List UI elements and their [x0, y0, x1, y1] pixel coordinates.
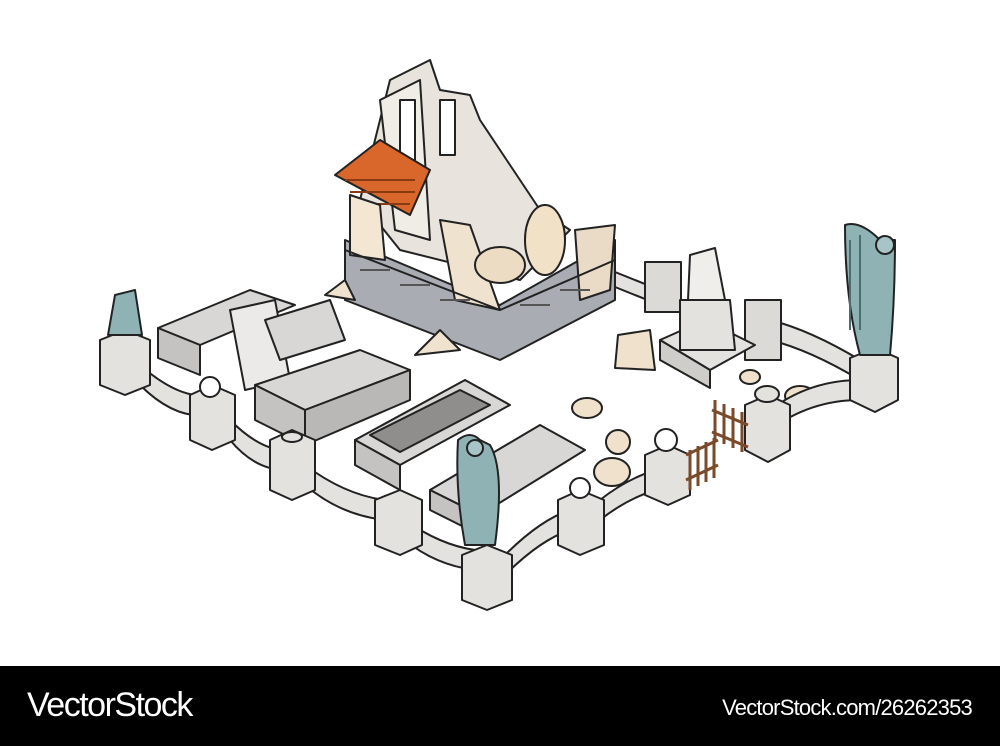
iron-gate: [685, 400, 749, 490]
orange-roof: [334, 139, 431, 216]
pillar-statue-fragment: [107, 289, 143, 336]
watermark-brand: VectorStock: [27, 686, 193, 724]
ruined-chapel: [324, 59, 616, 361]
back-right-fence: [609, 261, 861, 381]
rocks: [571, 329, 816, 487]
fence-pillars: [99, 289, 899, 611]
cemetery-illustration: [99, 59, 899, 611]
angel-statues: [456, 223, 896, 546]
obelisk-monument: [659, 247, 756, 389]
watermark-reference: VectorStock.com/26262353: [722, 695, 973, 720]
watermark-bar: VectorStock VectorStock.com/26262353: [0, 666, 1000, 746]
